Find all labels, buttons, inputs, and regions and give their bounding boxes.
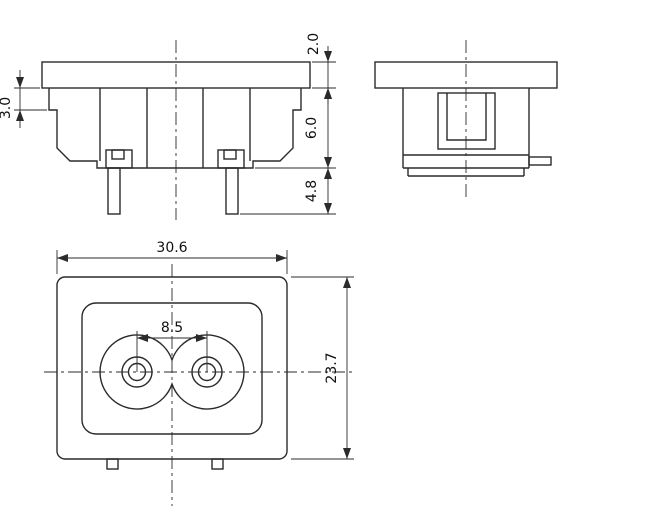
pcb-pin: [225, 167, 239, 215]
side-view: 2.0 3.0 6.0 4.8: [0, 33, 336, 220]
dim-label-overall-width: 30.6: [156, 240, 187, 256]
dim-body-height: 6.0: [255, 88, 336, 169]
pcb-pin: [107, 167, 121, 215]
bottom-tab: [211, 458, 224, 470]
dim-label-lip-height: 3.0: [0, 97, 14, 119]
dim-label-body-height: 6.0: [304, 117, 320, 139]
bottom-tab: [106, 458, 119, 470]
front-view: 30.6 8.5 23.7: [44, 240, 354, 506]
dim-label-overall-height: 23.7: [324, 352, 340, 383]
end-view: [374, 40, 558, 198]
dim-label-pin-pitch: 8.5: [161, 320, 183, 336]
dim-pin-pitch: 8.5: [136, 320, 208, 372]
dim-lip-height: 3.0: [0, 70, 47, 128]
solder-lug: [528, 156, 552, 166]
dim-overall-width: 30.6: [56, 240, 288, 274]
latch-notch: [111, 149, 125, 160]
dim-overall-height: 23.7: [291, 276, 354, 460]
dim-label-flange-thickness: 2.0: [306, 33, 322, 55]
latch-notch: [223, 149, 237, 160]
dim-label-pin-length: 4.8: [304, 180, 320, 202]
cavity-outline: [437, 92, 496, 150]
cavity-inner-outline: [446, 93, 487, 141]
side-view-body-outline: [48, 88, 302, 169]
dim-pin-length: 4.8: [240, 168, 336, 215]
